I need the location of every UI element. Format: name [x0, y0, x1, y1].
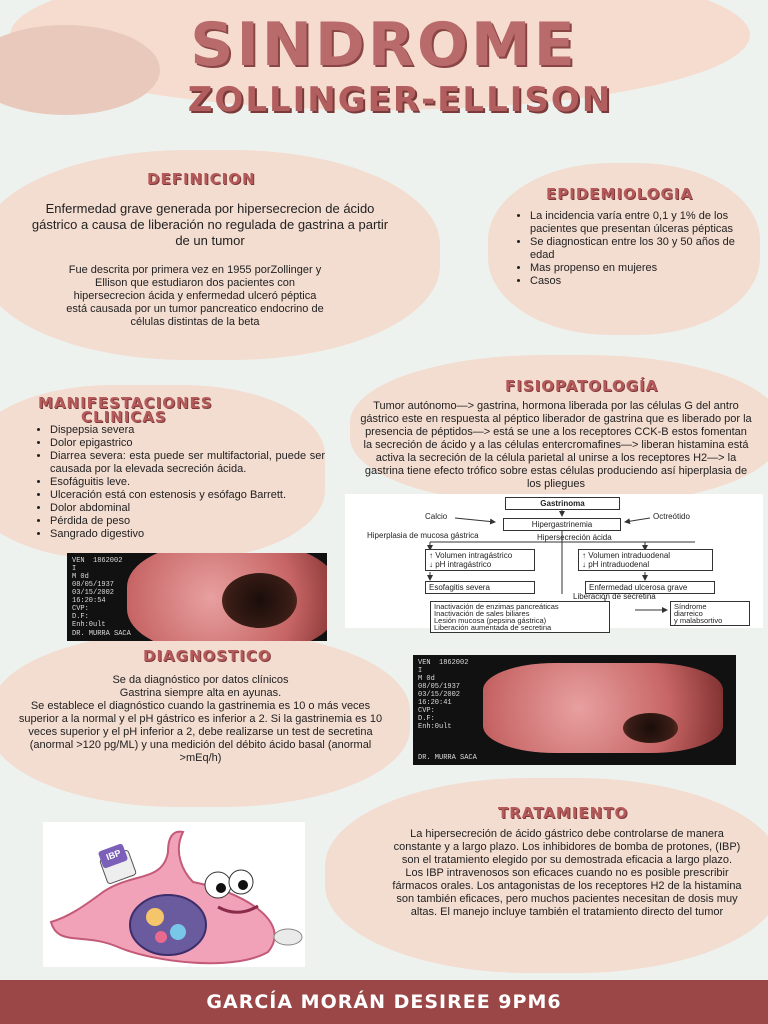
stomach-cartoon-svg: [49, 830, 303, 965]
ulcer: [623, 713, 678, 743]
diagram-hipergastrinemia: Hipergastrinemia: [503, 518, 621, 531]
bg-blob-fisiopatologia: [350, 355, 768, 505]
diagram-sindrome-box: Síndrome diarreico y malabsortivo: [670, 601, 750, 626]
diagram-left-box: ↑ Volumen intragástrico ↓ pH intragástri…: [425, 549, 535, 571]
diagram-bottom-box: Inactivación de enzimas pancreáticas Ina…: [430, 601, 610, 633]
manifestaciones-item: Dolor epigastrico: [50, 437, 325, 450]
manifestaciones-item: Ulceración está con estenosis y esófago …: [50, 489, 325, 502]
photo-2-footer: DR. MURRA SACA: [418, 754, 477, 762]
tratamiento-text: La hipersecreción de ácido gástrico debe…: [392, 828, 742, 918]
bg-blob-manifestaciones: [0, 385, 325, 560]
bg-blob-definicion: [0, 150, 440, 360]
diagram-calcio: Calcio: [425, 512, 448, 521]
bg-blob-top-left: [0, 25, 160, 115]
photo-1-meta: VEN 1862002 I M 0d 08/05/1937 03/15/2002…: [72, 557, 123, 629]
diagnostico-heading: DIAGNOSTICO: [143, 647, 272, 665]
epidemiologia-item: Casos: [530, 275, 760, 288]
manifestaciones-item: Sangrado digestivo: [50, 528, 325, 541]
title-line-1: SINDROME: [190, 10, 578, 80]
pathophysiology-diagram: Gastrinoma Calcio Octreótido Hipergastri…: [345, 494, 763, 633]
diagram-hipersecrecion: Hipersecreción ácida: [537, 533, 612, 542]
epidemiologia-item: Se diagnostican entre los 30 y 50 años d…: [530, 236, 760, 262]
definicion-main-text: Enfermedad grave generada por hipersecre…: [31, 201, 389, 248]
manifestaciones-heading-2: CLINICAS: [81, 408, 167, 426]
bg-blob-tratamiento: [325, 778, 768, 973]
diagram-ulcerosa: Enfermedad ulcerosa grave: [585, 581, 715, 594]
bg-blob-epidemiologia: [488, 163, 760, 335]
fisiopatologia-heading: FISIOPATOLOGÍA: [505, 377, 659, 395]
diagram-arrows: [427, 510, 695, 613]
diagram-esofagitis: Esofagitis severa: [425, 581, 535, 594]
epidemiologia-item: La incidencia varía entre 0,1 y 1% de lo…: [530, 210, 760, 236]
manifestaciones-list: Dispepsia severaDolor epigastricoDiarrea…: [32, 424, 325, 541]
epidemiologia-list: La incidencia varía entre 0,1 y 1% de lo…: [512, 210, 760, 288]
epidemiologia-heading: EPIDEMIOLOGIA: [546, 185, 694, 203]
lumen: [222, 573, 297, 628]
diagram-hiperplasia: Hiperplasia de mucosa gástrica: [367, 531, 479, 540]
diagram-gastrinoma: Gastrinoma: [505, 497, 620, 510]
manifestaciones-item: Dolor abdominal: [50, 502, 325, 515]
stomach-cartoon: IBP: [43, 822, 305, 967]
manifestaciones-heading-1: MANIFESTACIONES: [38, 394, 213, 412]
endoscopy-image-1: VEN 1862002 I M 0d 08/05/1937 03/15/2002…: [67, 553, 327, 641]
tratamiento-heading: TRATAMIENTO: [498, 804, 629, 822]
manifestaciones-item: Dispepsia severa: [50, 424, 325, 437]
fisiopatologia-text: Tumor autónomo—> gastrina, hormona liber…: [360, 400, 752, 490]
diagram-octreotido: Octreótido: [653, 512, 690, 521]
manifestaciones-item: Diarrea severa: esta puede ser multifact…: [50, 450, 325, 476]
diagram-liberacion: Liberación de secretina: [573, 592, 656, 601]
title-line-2: ZOLLINGER-ELLISON: [187, 80, 613, 120]
diagram-right-box: ↑ Volumen intraduodenal ↓ pH intraduoden…: [578, 549, 713, 571]
diagnostico-text: Se da diagnóstico por datos clínicos Gas…: [18, 674, 383, 764]
endoscopy-image-2: VEN 1862002 I M 0d 08/05/1937 03/15/2002…: [413, 655, 736, 765]
author-footer: GARCÍA MORÁN DESIREE 9PM6: [0, 980, 768, 1024]
manifestaciones-item: Pérdida de peso: [50, 515, 325, 528]
photo-2-meta: VEN 1862002 I M 0d 08/05/1937 03/15/2002…: [418, 659, 469, 731]
photo-1-footer: DR. MURRA SACA: [72, 630, 131, 638]
manifestaciones-item: Esofáguitis leve.: [50, 476, 325, 489]
epidemiologia-item: Mas propenso en mujeres: [530, 262, 760, 275]
definicion-heading: DEFINICION: [147, 170, 256, 188]
definicion-secondary-text: Fue descrita por primera vez en 1955 por…: [66, 264, 324, 328]
bg-blob-diagnostico: [0, 632, 410, 807]
